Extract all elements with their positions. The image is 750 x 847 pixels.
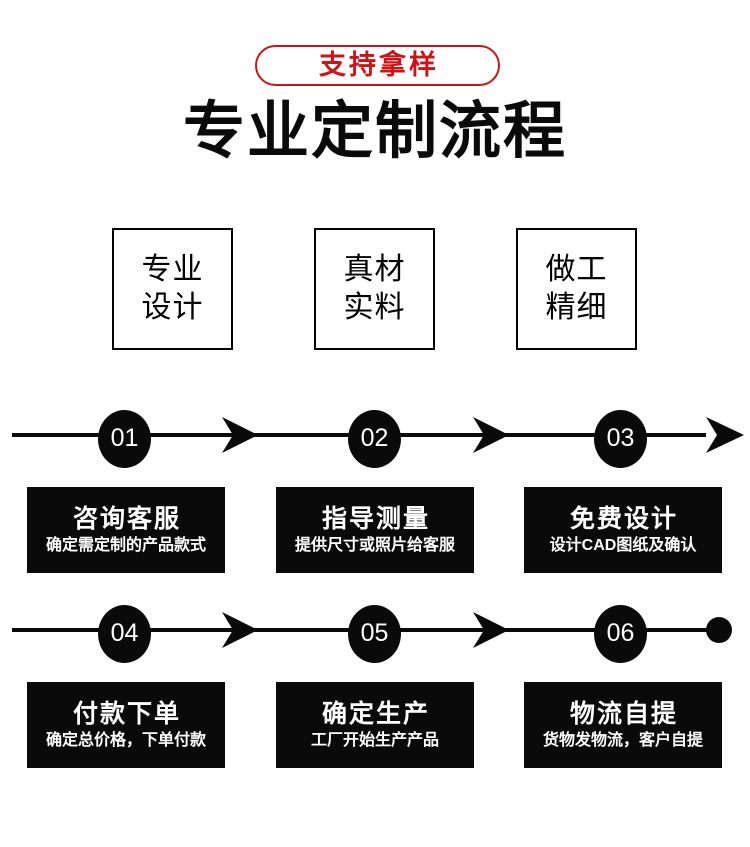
- step-card-subtitle: 提供尺寸或照片给客服: [294, 536, 455, 554]
- step-card-title: 免费设计: [569, 504, 678, 533]
- step-badge-04: 04: [98, 605, 151, 663]
- timeline-end-dot-icon: [706, 617, 732, 643]
- sample-support-badge: 支持拿样: [255, 45, 500, 86]
- feature-box-genuine-materials: 真材 实料: [314, 228, 435, 350]
- feature-box-line-1: 真材: [343, 252, 406, 286]
- feature-box-line-2: 设计: [141, 291, 204, 324]
- step-card-title: 指导测量: [321, 504, 430, 533]
- arrow-head-icon: [473, 417, 509, 453]
- feature-box-fine-workmanship: 做工 精细: [516, 228, 637, 350]
- step-badge-06: 06: [594, 605, 647, 663]
- step-card-title: 付款下单: [72, 699, 181, 728]
- step-badge-number: 05: [360, 619, 389, 647]
- feature-box-professional-design: 专业 设计: [112, 228, 233, 350]
- step-badge-number: 02: [360, 424, 389, 452]
- step-card-01: 咨询客服 确定需定制的产品款式: [27, 487, 225, 573]
- step-card-title: 物流自提: [569, 699, 678, 728]
- step-badge-05: 05: [348, 605, 401, 663]
- step-badge-02: 02: [348, 410, 401, 468]
- arrow-head-icon: [706, 417, 744, 453]
- step-card-05: 确定生产 工厂开始生产产品: [276, 682, 474, 768]
- step-card-subtitle: 确定总价格，下单付款: [45, 731, 206, 749]
- step-badge-01: 01: [98, 410, 151, 468]
- step-card-subtitle: 设计CAD图纸及确认: [549, 536, 697, 554]
- feature-box-line-2: 精细: [545, 291, 608, 324]
- step-badge-number: 01: [110, 424, 139, 452]
- step-card-subtitle: 货物发物流，客户自提: [542, 731, 703, 749]
- step-card-subtitle: 确定需定制的产品款式: [45, 536, 206, 554]
- step-card-06: 物流自提 货物发物流，客户自提: [524, 682, 722, 768]
- step-card-title: 确定生产: [321, 699, 430, 728]
- step-card-04: 付款下单 确定总价格，下单付款: [27, 682, 225, 768]
- page-title: 专业定制流程: [182, 97, 567, 166]
- step-card-row-2: 付款下单 确定总价格，下单付款 确定生产 工厂开始生产产品 物流自提 货物发物流…: [0, 682, 750, 768]
- step-badge-number: 03: [606, 424, 635, 452]
- timeline-row-2: 04 05 06: [0, 599, 750, 663]
- timeline-row-1: 01 02 03: [0, 404, 750, 468]
- sample-support-badge-label: 支持拿样: [319, 50, 439, 80]
- feature-box-line-1: 做工: [545, 252, 608, 286]
- step-card-title: 咨询客服: [72, 504, 181, 533]
- arrow-head-icon: [222, 417, 258, 453]
- step-card-row-1: 咨询客服 确定需定制的产品款式 指导测量 提供尺寸或照片给客服 免费设计 设计C…: [0, 487, 750, 573]
- feature-box-line-2: 实料: [343, 291, 406, 324]
- step-card-02: 指导测量 提供尺寸或照片给客服: [276, 487, 474, 573]
- arrow-head-icon: [222, 612, 258, 648]
- step-badge-03: 03: [594, 410, 647, 468]
- step-card-subtitle: 工厂开始生产产品: [310, 731, 439, 749]
- feature-box-row: 专业 设计 真材 实料 做工 精细: [0, 228, 750, 352]
- step-card-03: 免费设计 设计CAD图纸及确认: [524, 487, 722, 573]
- feature-box-line-1: 专业: [141, 252, 204, 286]
- step-badge-number: 06: [606, 619, 635, 647]
- arrow-head-icon: [473, 612, 509, 648]
- step-badge-number: 04: [110, 619, 139, 647]
